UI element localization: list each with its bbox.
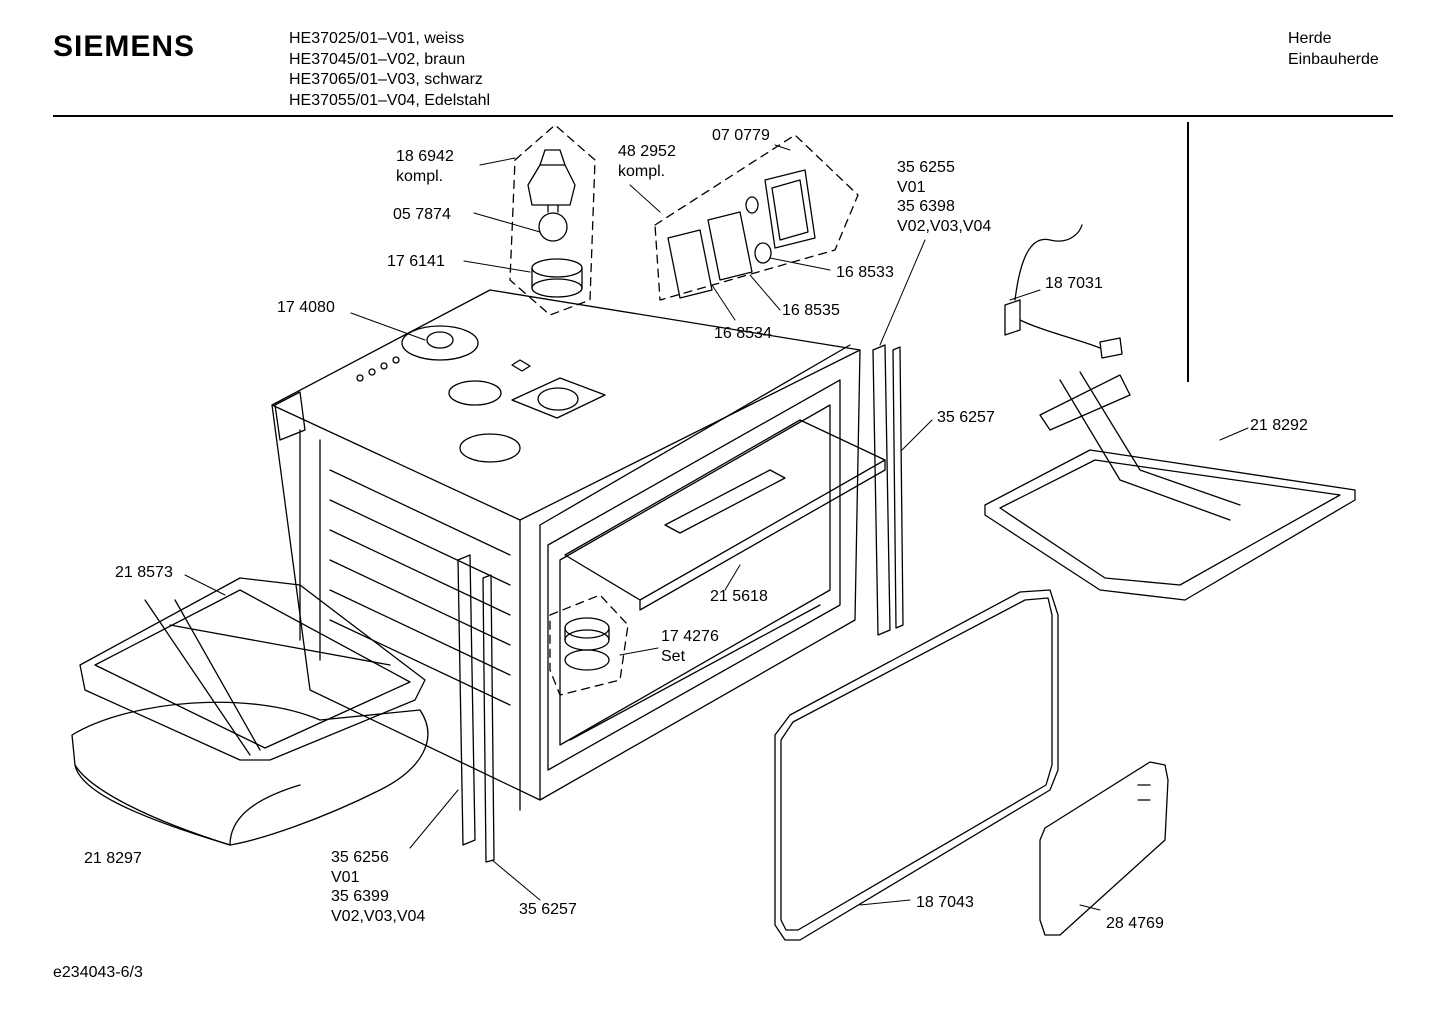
part-number: 18 7043 [916, 894, 974, 911]
part-label: 21 5618 [710, 587, 768, 607]
part-number: 17 4276 [661, 628, 719, 645]
small-gasket [1039, 761, 1169, 936]
divider-line [1187, 122, 1189, 382]
part-number: 16 8535 [782, 302, 840, 319]
part-number: 35 6255 [897, 159, 955, 176]
part-label: 21 8573 [115, 563, 173, 583]
part-label: 18 7031 [1045, 274, 1103, 294]
part-label: 07 0779 [712, 126, 770, 146]
part-label: 35 6257 [519, 900, 577, 920]
model-line: HE37045/01–V02, braun [289, 50, 466, 68]
part-note: V01 [331, 868, 360, 886]
category-line: Herde [1288, 30, 1332, 47]
part-number: 48 2952 [618, 143, 676, 160]
part-label: 16 8533 [836, 263, 894, 283]
part-label: 05 7874 [393, 205, 451, 225]
part-number: 35 6257 [519, 901, 577, 918]
part-number: 17 4080 [277, 299, 335, 316]
part-number: 16 8534 [714, 325, 772, 342]
part-number: 21 5618 [710, 588, 768, 605]
part-number: 07 0779 [712, 127, 770, 144]
part-number: 35 6256 [331, 849, 389, 866]
part-number: 21 8573 [115, 564, 173, 581]
part-label: 48 2952 kompl. [618, 142, 676, 181]
part-number: 18 6942 [396, 148, 454, 165]
insulation-mat [71, 701, 429, 846]
part-label: 18 6942 kompl. [396, 147, 454, 186]
category: Herde Einbauherde [1288, 29, 1379, 70]
part-label: 17 6141 [387, 252, 445, 272]
category-line: Einbauherde [1288, 50, 1379, 68]
header-rule [53, 115, 1393, 117]
oven-body [271, 289, 861, 811]
door-gasket [774, 589, 1059, 941]
interior-lamp-group [654, 134, 859, 301]
part-number: 21 8292 [1250, 417, 1308, 434]
part-number: 18 7031 [1045, 275, 1103, 292]
part-note: V02,V03,V04 [897, 217, 992, 235]
part-number: 16 8533 [836, 264, 894, 281]
model-line: HE37025/01–V01, weiss [289, 30, 465, 47]
temperature-sensor [1004, 224, 1123, 359]
part-number: 28 4769 [1106, 915, 1164, 932]
model-line: HE37065/01–V03, schwarz [289, 71, 483, 88]
top-heating-element [984, 371, 1356, 601]
part-label: 21 8292 [1250, 416, 1308, 436]
part-label: 21 8297 [84, 849, 142, 869]
part-number: 35 6398 [897, 198, 955, 215]
fan-set [549, 594, 629, 696]
part-note: V01 [897, 178, 926, 196]
brand-logo: SIEMENS [53, 30, 196, 63]
part-number: 05 7874 [393, 206, 451, 223]
part-number: 17 6141 [387, 253, 445, 270]
model-line: HE37055/01–V04, Edelstahl [289, 91, 491, 109]
part-label: 17 4080 [277, 298, 335, 318]
leader-lines [184, 144, 1249, 911]
part-number: 35 6399 [331, 888, 389, 905]
part-note: kompl. [396, 167, 444, 185]
part-label: 16 8534 [714, 324, 772, 344]
drawing-code: e234043-6/3 [53, 964, 143, 981]
grill-cover-plate [564, 419, 886, 611]
part-note: V02,V03,V04 [331, 907, 426, 925]
part-note: Set [661, 647, 686, 665]
part-number: 35 6257 [937, 409, 995, 426]
ring-heating-element [79, 577, 426, 761]
part-label: 28 4769 [1106, 914, 1164, 934]
lamp-assembly [401, 124, 596, 361]
part-number: 21 8297 [84, 850, 142, 867]
part-label: 35 6257 [937, 408, 995, 428]
part-note: kompl. [618, 162, 666, 180]
part-label: 16 8535 [782, 301, 840, 321]
model-list: HE37025/01–V01, weiss HE37045/01–V02, br… [289, 29, 490, 111]
part-label: 18 7043 [916, 893, 974, 913]
side-rails [457, 344, 904, 863]
